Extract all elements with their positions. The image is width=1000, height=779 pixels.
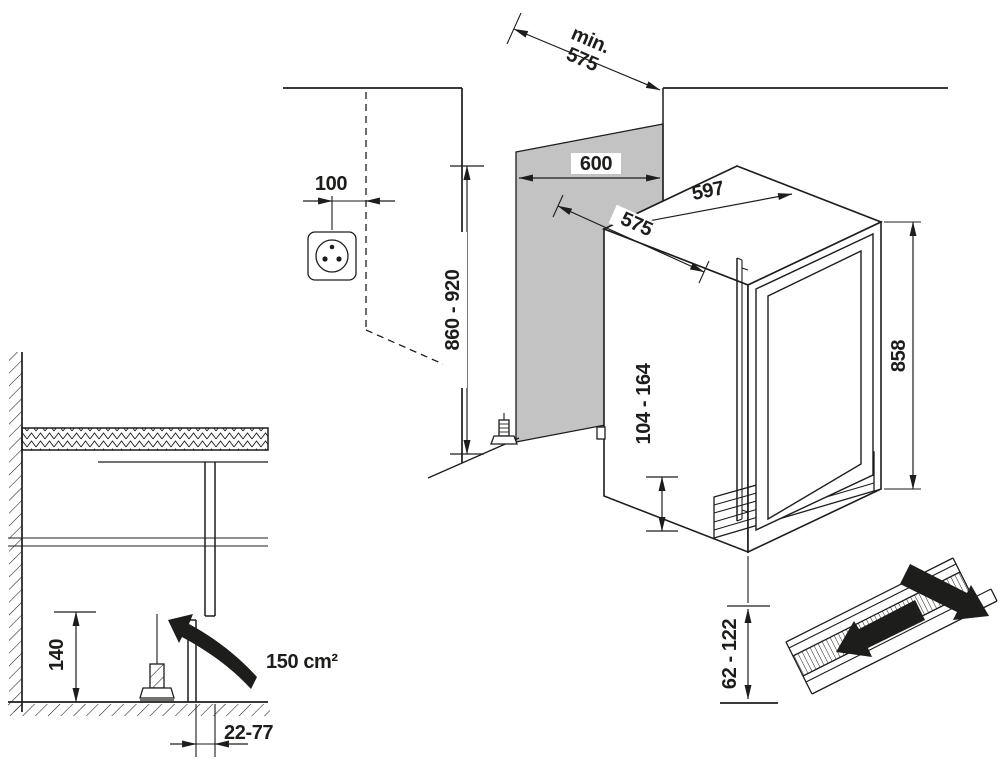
dim-appliance-height: 858	[884, 221, 921, 490]
dim-label-appliance-height: 858	[888, 340, 910, 372]
adjustable-foot	[139, 614, 175, 701]
dim-appliance-depth: 575	[552, 194, 710, 284]
dim-plinth-height: 62 - 122	[719, 556, 778, 704]
wall-hatch	[9, 352, 22, 712]
dim-label-socket-offset: 100	[315, 173, 347, 195]
vent-area-label: 150 cm²	[266, 651, 338, 673]
door-glass	[767, 249, 862, 521]
airflow-in-arrow	[836, 600, 925, 657]
dim-niche-height: 860 - 920	[442, 165, 484, 455]
door-handle	[736, 257, 749, 522]
niche-floor-edge	[427, 437, 520, 479]
countertop	[21, 427, 269, 451]
dim-vent-height: 140	[46, 611, 96, 703]
hinge-bracket	[596, 426, 606, 440]
dim-label-niche-width: 600	[580, 153, 612, 175]
dim-label-vent-height: 140	[46, 639, 68, 671]
dim-label-niche-height: 860 - 920	[442, 269, 464, 350]
dim-niche-width: 600	[518, 153, 661, 182]
power-socket-icon	[307, 231, 357, 281]
dim-socket-offset: 100	[303, 173, 395, 230]
dim-niche-depth: min. 575	[506, 12, 661, 91]
appliance-side-face	[603, 227, 749, 554]
niche-adjustable-foot	[490, 413, 518, 445]
airflow-curve-arrow	[168, 614, 257, 689]
floor-hatch	[8, 704, 270, 716]
dim-label-plinth-recess: 22-77	[224, 722, 273, 744]
dim-label-base-height: 104 - 164	[633, 362, 655, 444]
dim-label-plinth-height: 62 - 122	[719, 619, 741, 689]
section-view: 150 cm² 140 22-77	[8, 352, 339, 757]
dim-plinth-recess: 22-77	[170, 704, 274, 757]
door-section	[204, 462, 216, 617]
dim-base-height: 104 - 164	[633, 362, 678, 532]
vent-grille-detail	[785, 557, 998, 695]
airflow-out-arrow	[900, 564, 989, 620]
